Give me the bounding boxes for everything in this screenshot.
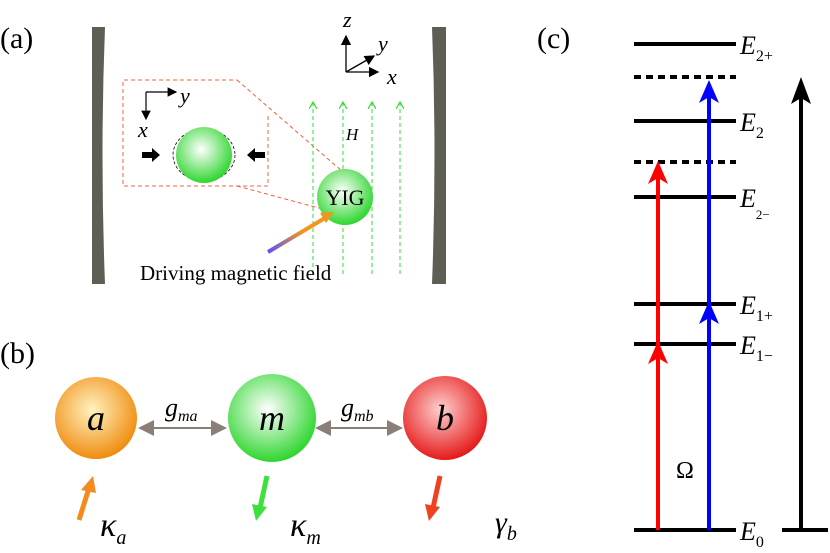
label-e0: E0 <box>739 517 764 551</box>
panel-label-c: (c) <box>537 22 570 55</box>
left-mirror <box>92 27 105 284</box>
label-e1plus: E1+ <box>739 291 773 325</box>
inset-box <box>122 79 344 212</box>
compress-arrow-left <box>142 148 160 162</box>
gamma-b-arrow <box>425 475 443 521</box>
inset-axis-y-label: y <box>178 83 190 108</box>
drive-arrow-head <box>320 212 334 223</box>
kappa-a-label: κa <box>100 507 126 549</box>
gamma-b-label: γb <box>495 506 517 545</box>
inset-axes <box>141 87 178 121</box>
mode-a-circle <box>55 377 137 459</box>
kappa-a-arrow <box>76 476 96 521</box>
kappa-m-arrow <box>252 475 270 521</box>
inset-sphere <box>176 127 232 183</box>
panel-label-b: (b) <box>0 337 35 370</box>
yig-sphere <box>317 169 373 225</box>
field-label-h: H <box>345 125 360 144</box>
axis-z-label: z <box>342 7 352 32</box>
label-e1minus: E1− <box>739 331 773 365</box>
mode-b-circle <box>403 376 487 460</box>
blue-drive-transitions <box>699 80 719 530</box>
omega-label: Ω <box>676 458 694 484</box>
yig-label: YIG <box>325 185 364 210</box>
deformation-outline <box>172 128 236 182</box>
label-e2: E2 <box>739 108 764 142</box>
drive-arrow-shaft <box>266 216 327 254</box>
inset-axis-x-label: x <box>137 117 148 142</box>
panel-label-a: (a) <box>0 22 33 55</box>
axis-y-label: y <box>376 31 388 56</box>
panel-c <box>634 42 828 532</box>
panel-a: z y x y x H YIG Driving magnetic field <box>92 7 446 285</box>
kappa-m-label: κm <box>290 507 321 549</box>
axis-x-label: x <box>386 64 397 89</box>
drive-label: Driving magnetic field <box>140 261 332 285</box>
black-transition-arrow <box>791 77 811 530</box>
panel-b: gma gmb a m b κa κm γb <box>55 374 517 549</box>
mode-m-circle <box>228 374 316 462</box>
mode-a-label: a <box>87 398 105 438</box>
label-e2plus: E2+ <box>739 31 773 65</box>
compress-arrow-right <box>247 148 265 162</box>
label-e2minus: E2− <box>739 184 770 222</box>
coupling-g-mb: gmb <box>341 393 374 425</box>
red-drive-transitions <box>648 161 668 530</box>
main-axes <box>340 34 380 78</box>
right-mirror <box>432 27 446 284</box>
mode-m-label: m <box>259 398 285 438</box>
coupling-g-ma: gma <box>165 393 198 425</box>
mode-b-label: b <box>436 398 454 438</box>
